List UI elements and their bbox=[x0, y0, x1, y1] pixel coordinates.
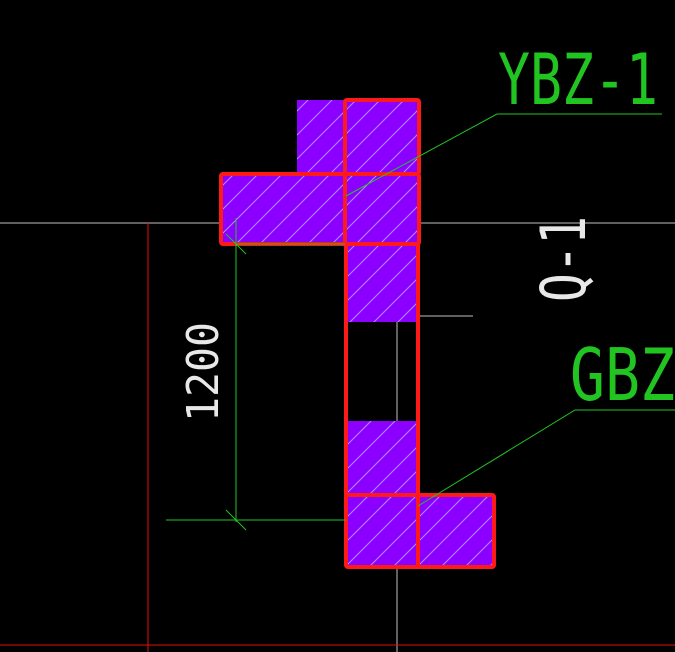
dimension-text: 1200 bbox=[178, 322, 229, 422]
axis-label: Q-1 bbox=[527, 216, 600, 302]
gbz-label: GBZ bbox=[570, 333, 675, 417]
gbz-leader bbox=[417, 409, 675, 507]
leader-lines bbox=[345, 113, 675, 507]
ybz-leader bbox=[345, 113, 662, 197]
ybz-column-top-hatch bbox=[345, 100, 419, 174]
member-top-left-hatch bbox=[297, 100, 345, 174]
wall-segment-upper-hatch bbox=[346, 244, 418, 322]
wall-segment-lower-hatch bbox=[346, 421, 418, 495]
concrete-members bbox=[221, 100, 494, 567]
dimension-1200 bbox=[166, 218, 346, 531]
dimension-tick-top bbox=[225, 233, 247, 255]
dimension-tick-bottom bbox=[225, 509, 247, 531]
ybz-label: YBZ-1 bbox=[498, 39, 658, 121]
ybz-flange-hatch bbox=[221, 174, 419, 244]
member-outlines bbox=[219, 98, 496, 569]
